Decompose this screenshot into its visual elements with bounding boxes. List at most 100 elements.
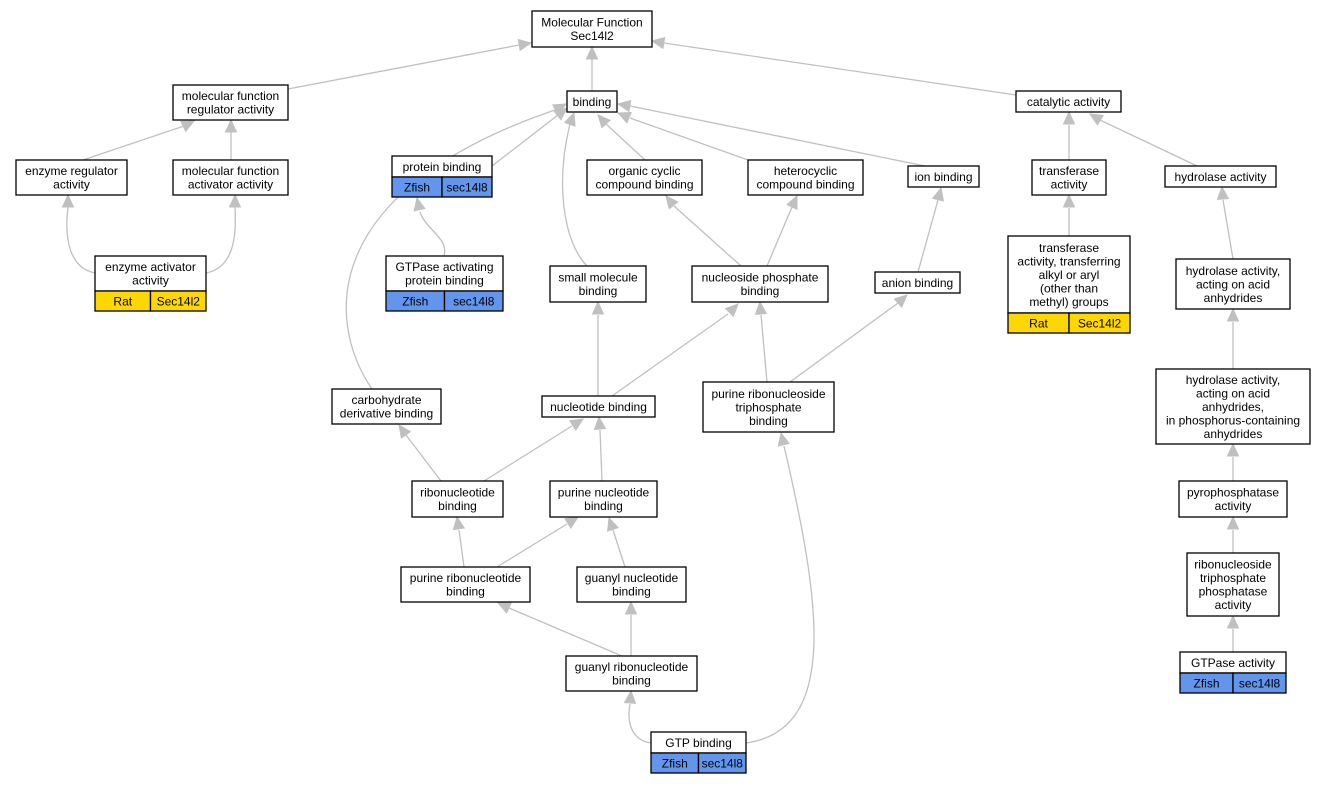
node-label-line: binding <box>584 499 623 513</box>
node-box <box>566 90 618 113</box>
node-label-line: binding <box>749 414 788 428</box>
annotation-cell <box>1232 672 1287 694</box>
edge-arrowhead <box>180 120 196 133</box>
node-nucleotide[interactable]: nucleotide binding <box>541 395 656 418</box>
node-label-line: binding <box>438 499 477 513</box>
node-binding[interactable]: binding <box>566 90 618 113</box>
edge-line <box>663 42 1017 96</box>
edge-nucleotide-to-nucphos <box>611 303 739 397</box>
edge-arrowhead <box>777 431 790 447</box>
node-label-line: regulator activity <box>187 103 274 117</box>
node-anion[interactable]: anion binding <box>874 271 961 294</box>
node-label-line: molecular function <box>182 89 279 103</box>
node-hydphos[interactable]: hydrolase activity,acting on acid anhydri… <box>1155 368 1311 445</box>
node-hydrolase[interactable]: hydrolase activity <box>1164 165 1277 188</box>
edge-enzact-to-enzreg <box>61 193 96 274</box>
annotation-label: Zfish <box>662 756 688 770</box>
edge-line <box>205 206 237 274</box>
edge-arrowhead <box>591 300 605 315</box>
node-ribotriphos[interactable]: ribonucleosidetriphosphatephosphataseact… <box>1186 552 1280 617</box>
edge-gtpase-to-ribotriphos <box>1226 614 1240 652</box>
edge-line <box>496 523 568 568</box>
edge-hydphos-to-hydacid <box>1226 307 1240 369</box>
node-box <box>531 10 653 48</box>
edge-transalk-to-transferase <box>1062 193 1076 236</box>
edge-purribonuc-to-ribonuc <box>452 515 466 568</box>
node-box <box>586 159 703 196</box>
edge-line <box>405 434 442 482</box>
annotation-label: Sec14l2 <box>157 294 201 308</box>
edge-line <box>628 703 652 744</box>
edge-arrowhead <box>585 45 599 60</box>
annotation-label: sec14l8 <box>446 180 488 194</box>
edge-catalytic-to-root <box>650 36 1017 96</box>
edge-arrowhead <box>1088 113 1104 126</box>
edge-anion-to-ionbind <box>917 186 945 273</box>
edge-mfact-to-mfreg <box>224 118 238 160</box>
annotation-label: Rat <box>1029 316 1048 330</box>
edge-line <box>599 429 603 482</box>
node-label-line: catalytic activity <box>1027 95 1110 109</box>
edge-ionbind-to-binding <box>616 99 926 167</box>
node-label-line: anhydrides <box>1204 427 1263 441</box>
node-label-line: phosphatase <box>1199 585 1268 599</box>
edge-arrowhead <box>1226 307 1240 322</box>
node-hydacid[interactable]: hydrolase activity,acting on acidanhydri… <box>1175 258 1291 310</box>
node-label-line: activity <box>1215 598 1252 612</box>
node-label-line: hydrolase activity <box>1174 170 1266 184</box>
edge-arrowhead <box>597 114 611 129</box>
edge-hetcyc-to-binding <box>616 112 749 161</box>
node-label-line: activity <box>1215 499 1252 513</box>
edge-line <box>789 302 899 383</box>
edge-arrowhead <box>228 193 242 208</box>
edge-purribonuc-to-purnuc <box>496 516 580 568</box>
edge-hydacid-to-hydrolase <box>1216 185 1234 260</box>
edge-hydrolase-to-catalytic <box>1088 113 1198 167</box>
node-catalytic[interactable]: catalytic activity <box>1015 90 1122 113</box>
annotation-label: sec14l8 <box>702 756 744 770</box>
node-label-line: transferase <box>1039 241 1099 255</box>
annotation-cell <box>697 752 747 774</box>
edge-carbo-to-binding <box>345 103 568 390</box>
node-box <box>691 265 829 303</box>
edge-ribotriphos-to-pyrophos <box>1226 515 1240 553</box>
node-label-line: hydrolase activity, <box>1186 373 1280 387</box>
node-label-line: nucleotide binding <box>550 400 647 414</box>
node-label-line: Sec14l2 <box>570 29 614 43</box>
node-label-line: anhydrides <box>1204 291 1263 305</box>
node-label-line: acting on acid <box>1196 386 1270 400</box>
edge-arrowhead <box>61 193 75 208</box>
node-label-line: binding <box>612 585 651 599</box>
node-ionbind[interactable]: ion binding <box>907 165 980 188</box>
node-label-line: binding <box>446 585 485 599</box>
node-box <box>400 566 531 603</box>
edge-arrowhead <box>616 99 632 113</box>
node-box <box>1175 258 1291 310</box>
edge-line <box>629 105 926 167</box>
